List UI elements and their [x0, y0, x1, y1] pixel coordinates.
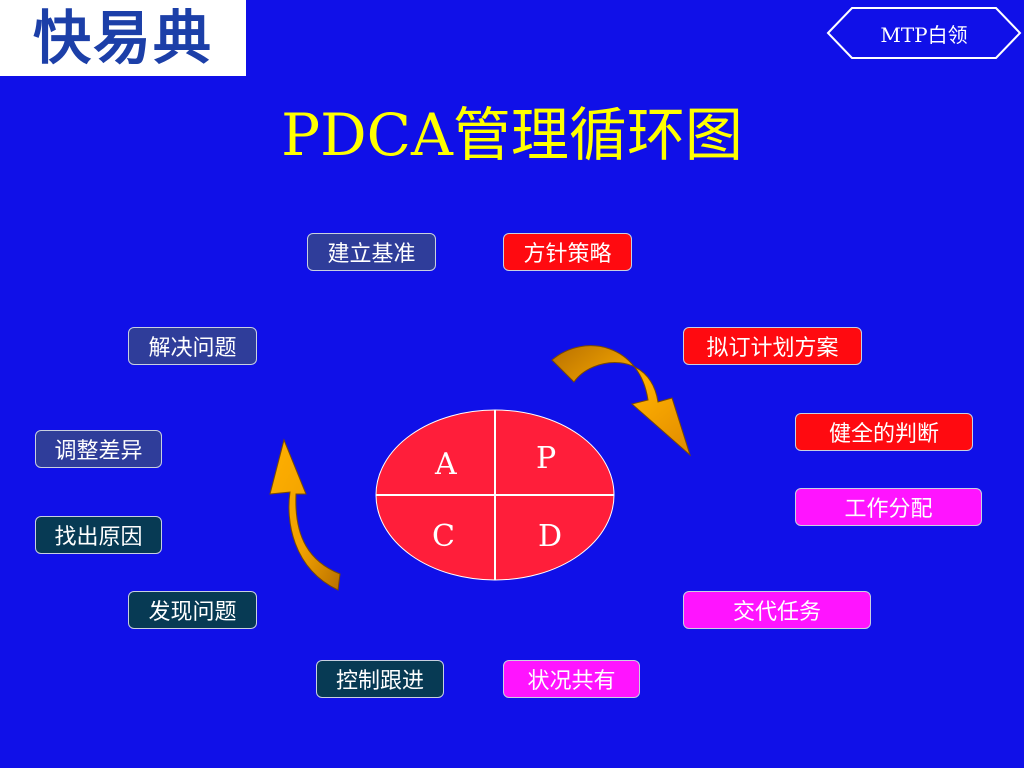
mtp-badge: MTP白领	[826, 6, 1022, 60]
logo-text: 快易典	[32, 4, 213, 72]
box-zhaochu-yuanyin: 找出原因	[35, 516, 162, 554]
curved-arrow-left	[269, 438, 341, 591]
badge-arrow-shape	[826, 7, 1022, 59]
box-fangzhen-celue: 方针策略	[503, 233, 632, 271]
box-faxian-wenti: 发现问题	[128, 591, 257, 629]
page-title: PDCA管理循环图	[281, 101, 743, 169]
box-jianquan-de-panduan: 健全的判断	[795, 413, 973, 451]
quadrant-c-label: C	[432, 519, 455, 554]
quadrant-a-label: A	[435, 447, 457, 482]
quadrant-d-label: D	[538, 519, 563, 554]
box-tiaozheng-chayi: 调整差异	[35, 430, 162, 468]
box-gongzuo-fenpei: 工作分配	[795, 488, 982, 526]
quadrant-p-label: P	[536, 441, 557, 476]
curved-arrow-top-right	[551, 345, 692, 457]
box-niding-jihua-fangan: 拟订计划方案	[683, 327, 862, 365]
box-jiejue-wenti: 解决问题	[128, 327, 257, 365]
box-jianli-jizhun: 建立基准	[307, 233, 436, 271]
badge-label: MTP白领	[880, 22, 968, 47]
box-zhuangkuang-gongyou: 状况共有	[503, 660, 640, 698]
box-jiaodai-renwu: 交代任务	[683, 591, 871, 629]
logo: 快易典	[0, 0, 246, 76]
box-kongzhi-genjin: 控制跟进	[316, 660, 444, 698]
